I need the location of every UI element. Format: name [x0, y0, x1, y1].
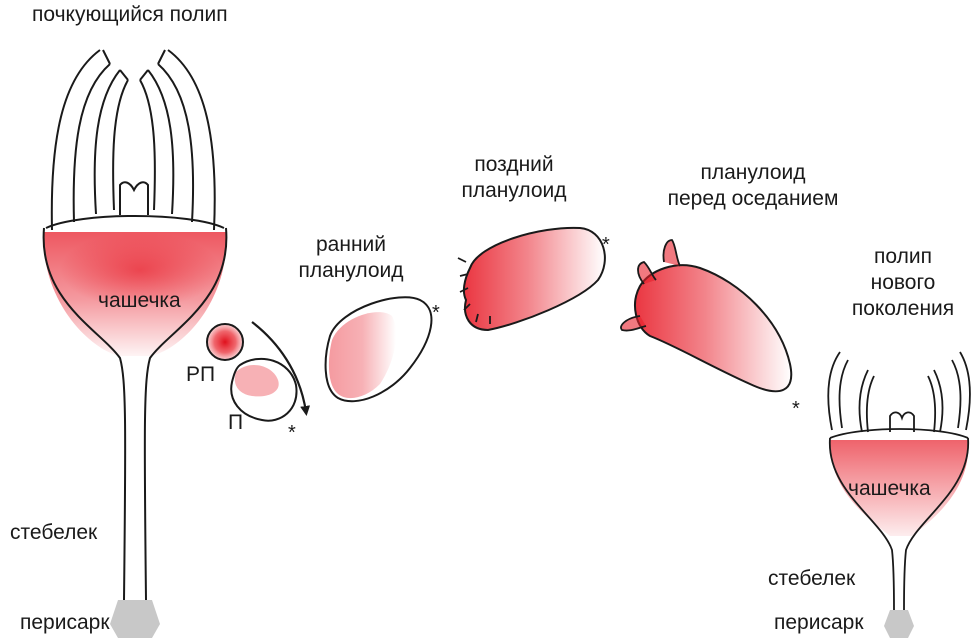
settling-planuloid: [621, 240, 791, 391]
tentacle-left-outer: [52, 50, 100, 230]
hypostome: [120, 182, 148, 215]
settling-planuloid-label: планулоид перед оседанием: [644, 160, 862, 212]
perisarc-left: [110, 600, 160, 638]
tentacle-left-inner: [95, 70, 120, 214]
bud-rp: [207, 324, 243, 360]
calyx-left-label: чашечка: [98, 288, 181, 314]
perisarc-right: [884, 610, 914, 638]
late-planuloid-label: поздний планулоид: [452, 152, 576, 204]
new-polyp-line-1: полип: [838, 244, 968, 270]
perisarc-right-label: перисарк: [774, 610, 864, 636]
settling-planuloid-line-1: планулоид: [644, 160, 862, 186]
early-planuloid: [326, 297, 432, 401]
early-planuloid-line-2: планулоид: [288, 258, 414, 284]
late-planuloid-line-1: поздний: [452, 152, 576, 178]
early-planuloid-label: ранний планулоид: [288, 232, 414, 284]
tentacle-right-inner: [148, 70, 173, 214]
p-label: П: [228, 410, 243, 436]
new-polyp-line-2: нового: [838, 270, 968, 296]
buds: [207, 322, 306, 421]
stalk-right-label: стебелек: [768, 566, 855, 592]
late-planuloid: [458, 228, 605, 330]
asterisk-early: *: [432, 300, 440, 326]
settling-planuloid-line-2: перед оседанием: [644, 186, 862, 212]
budding-polyp-label: почкующийся полип: [32, 2, 228, 28]
new-polyp-line-3: поколения: [838, 296, 968, 322]
new-polyp-label: полип нового поколения: [838, 244, 968, 322]
calyx-right-label: чашечка: [848, 476, 931, 502]
rp-label: РП: [186, 362, 215, 388]
asterisk-bud: *: [288, 420, 296, 446]
late-planuloid-line-2: планулоид: [452, 178, 576, 204]
perisarc-left-label: перисарк: [20, 610, 110, 636]
asterisk-late: *: [602, 232, 610, 258]
asterisk-settling: *: [792, 396, 800, 422]
budding-polyp: [44, 50, 227, 638]
early-planuloid-line-1: ранний: [288, 232, 414, 258]
stalk-left-label: стебелек: [10, 520, 97, 546]
